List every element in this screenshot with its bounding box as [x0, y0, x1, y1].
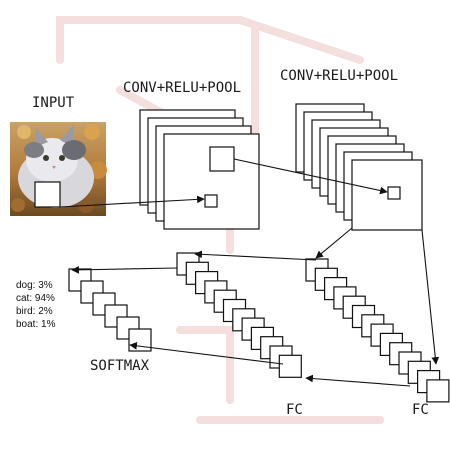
conv2-patch — [387, 186, 401, 200]
arrow-fc1-top-to-softmax — [71, 266, 178, 274]
fc2-label: FC — [412, 402, 429, 418]
conv1-patch-small — [204, 194, 218, 208]
prob-boat: boat: 1% — [16, 319, 56, 330]
conv2-feature-maps — [295, 103, 423, 231]
conv2-label: CONV+RELU+POOL — [280, 68, 399, 84]
fc1-neuron-12 — [278, 354, 302, 378]
prob-bird: bird: 2% — [16, 306, 53, 317]
arrow-conv1-to-conv2 — [233, 158, 388, 195]
conv1-feature-maps — [139, 109, 260, 230]
arrow-conv2-to-fc2-bottom — [421, 229, 440, 365]
fc2-neurons — [305, 258, 450, 403]
softmax-neurons — [68, 268, 152, 352]
fc2-neuron-14 — [426, 379, 450, 403]
arrow-input-to-conv1 — [59, 195, 205, 208]
prob-cat: cat: 94% — [16, 293, 55, 304]
fc1-neurons — [176, 252, 302, 378]
softmax-label: SOFTMAX — [90, 358, 150, 374]
input-label: INPUT — [32, 95, 75, 111]
arrow-conv2-to-fc2 — [315, 227, 353, 259]
input-receptive-field — [34, 181, 61, 208]
conv1-patch-large — [209, 146, 235, 172]
arrow-fc1-bottom-to-softmax — [129, 342, 284, 365]
prob-dog: dog: 3% — [16, 280, 53, 291]
connection-arrows — [59, 158, 440, 387]
fc1-label: FC — [286, 402, 303, 418]
arrow-fc2-bottom-to-fc1 — [305, 374, 411, 387]
conv1-label: CONV+RELU+POOL — [123, 80, 242, 96]
arrow-fc2-top-to-fc1 — [194, 250, 317, 261]
